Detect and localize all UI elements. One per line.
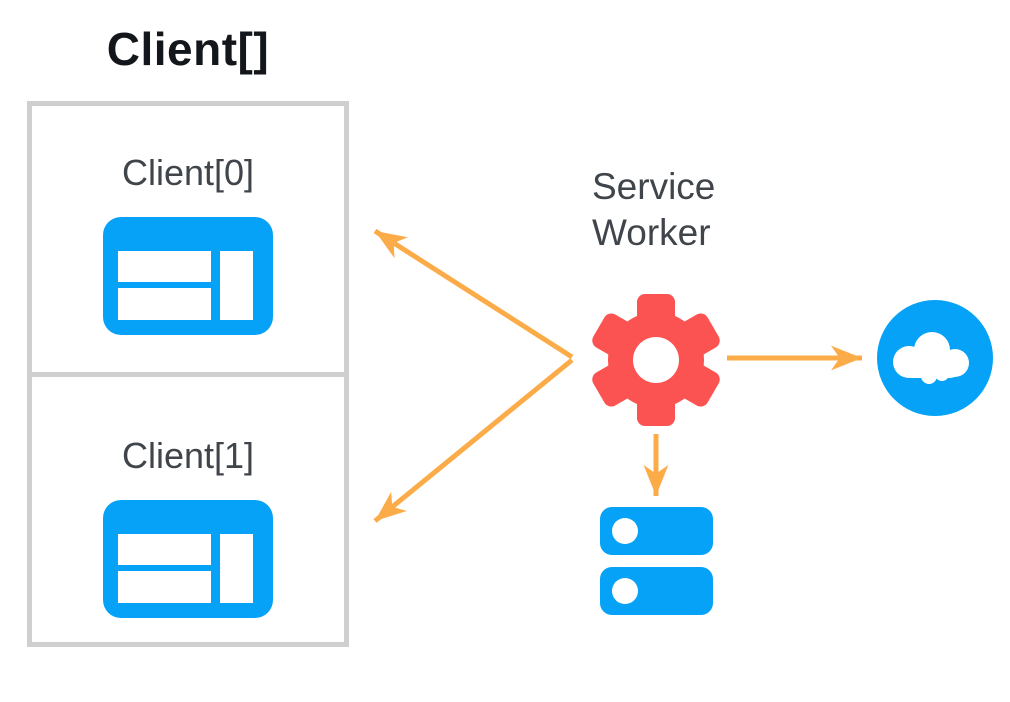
service-worker-label: Service Worker bbox=[592, 164, 715, 256]
client-1-label: Client[1] bbox=[121, 434, 255, 476]
browser-content-bar-top bbox=[118, 251, 211, 282]
database-disk-top bbox=[600, 507, 713, 555]
arrow-sw-to-client0 bbox=[373, 228, 574, 360]
client-array-box: Client[0] Client[1] bbox=[27, 101, 349, 647]
arrow-sw-to-client1 bbox=[373, 358, 574, 523]
client-0-label: Client[0] bbox=[121, 152, 255, 193]
service-worker-label-line2: Worker bbox=[592, 212, 711, 253]
database-disk-indicator bbox=[612, 578, 638, 604]
client-1-cell: Client[1] bbox=[32, 377, 344, 643]
gear-center-hole bbox=[633, 337, 679, 383]
browser-window-icon bbox=[103, 217, 273, 335]
cloud-icon bbox=[877, 300, 993, 416]
browser-sidebar-bar bbox=[220, 251, 253, 320]
browser-sidebar-bar bbox=[220, 533, 253, 603]
client-stack-divider bbox=[32, 371, 344, 377]
browser-content-bar-top bbox=[118, 533, 211, 565]
browser-window-icon bbox=[103, 499, 273, 618]
client-0-cell: Client[0] bbox=[32, 106, 344, 372]
service-worker-label-line1: Service bbox=[592, 166, 716, 207]
database-disk-indicator bbox=[612, 518, 638, 544]
database-disk-bottom bbox=[600, 567, 713, 615]
database-icon bbox=[600, 507, 713, 615]
gear-icon bbox=[589, 293, 723, 427]
browser-content-bar-bottom bbox=[118, 288, 211, 320]
client-array-title: Client[] bbox=[106, 23, 270, 75]
browser-content-bar-bottom bbox=[118, 570, 211, 603]
